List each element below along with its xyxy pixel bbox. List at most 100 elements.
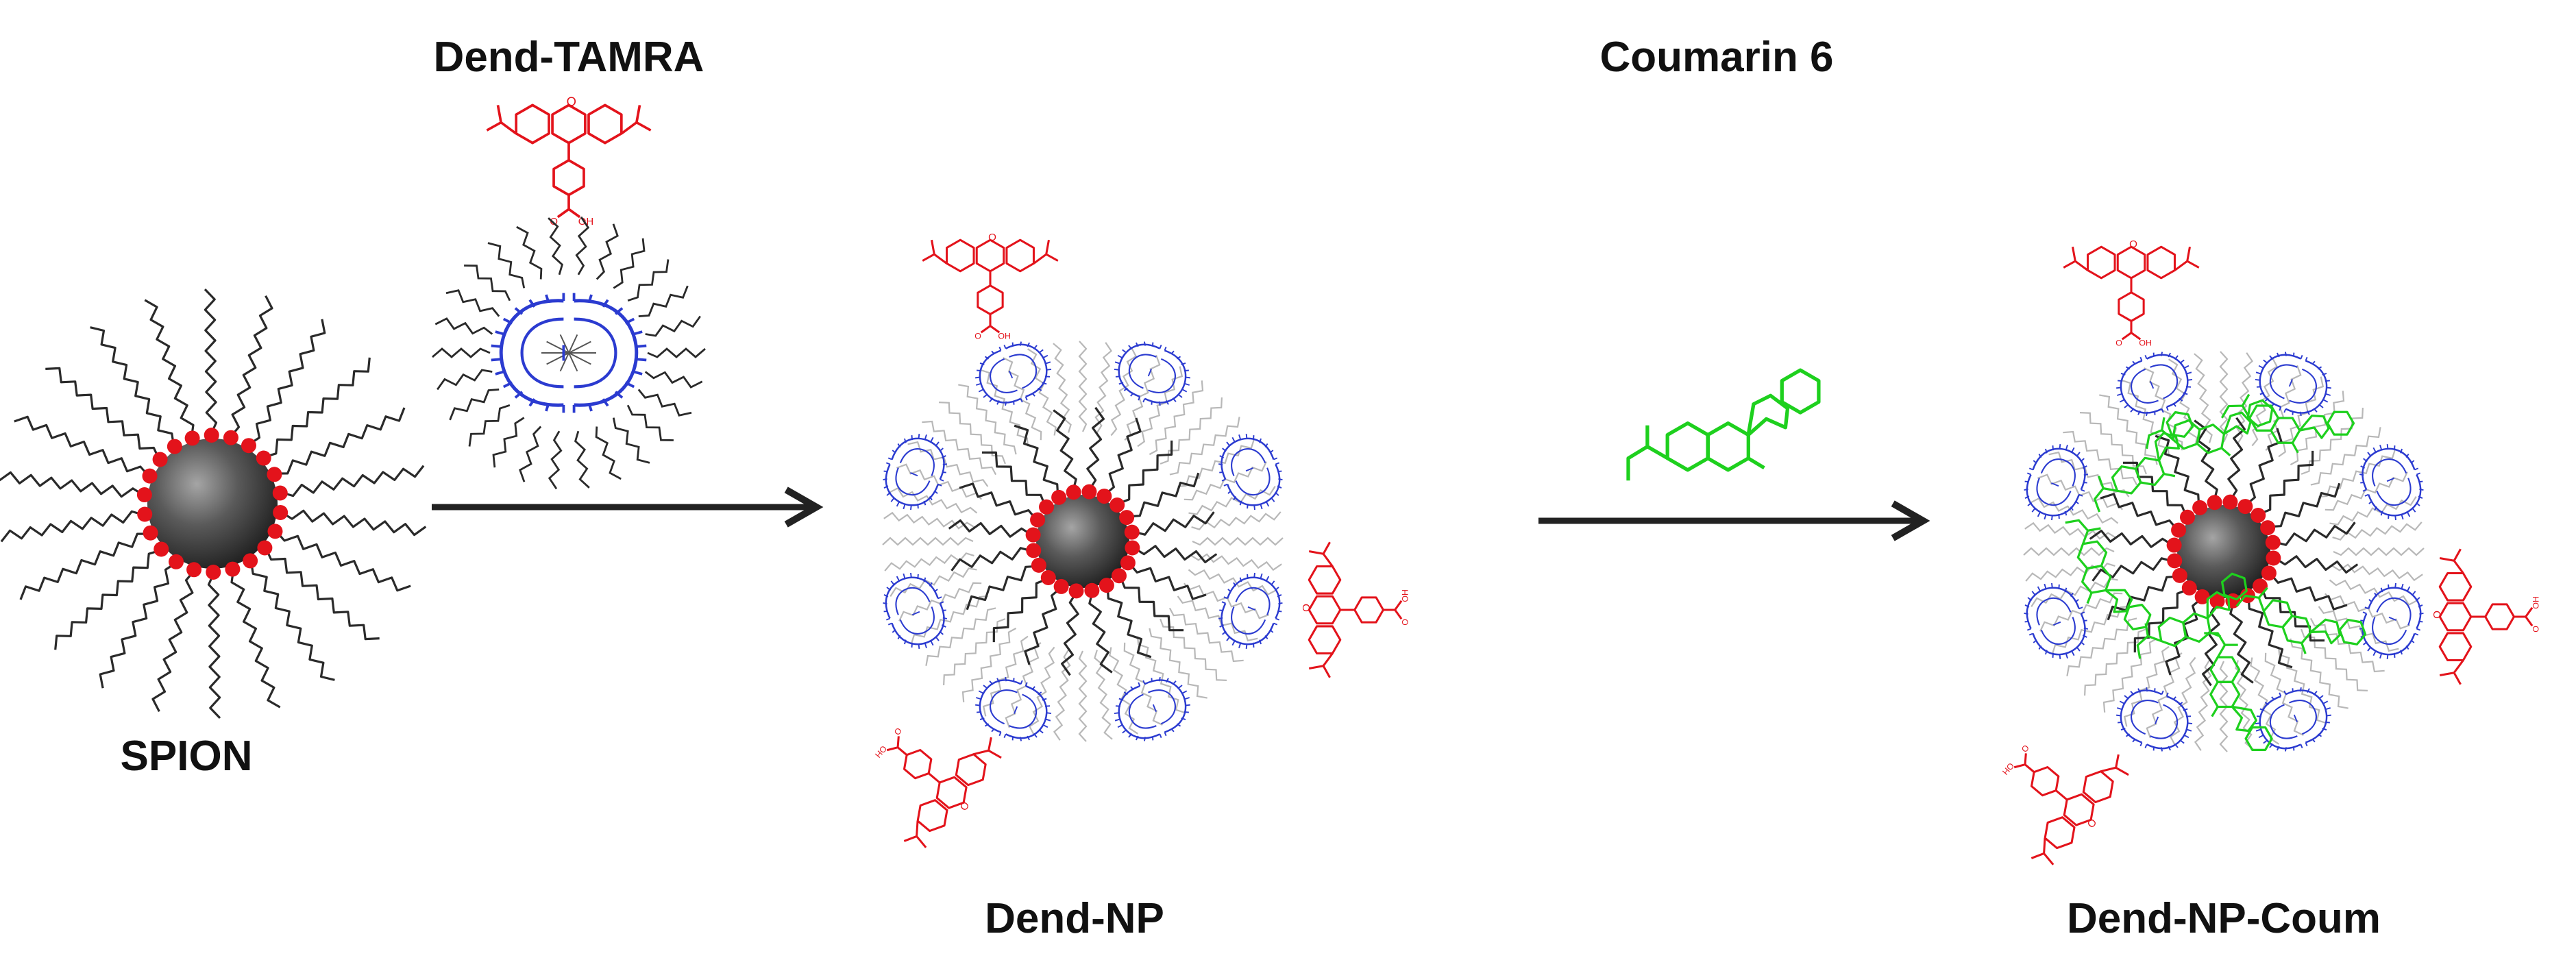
alkyl-chain: [575, 216, 590, 275]
dendron-branch: [1238, 434, 1242, 440]
dendron-branch: [2305, 742, 2308, 747]
dendron-branch: [975, 704, 981, 706]
coumarin-6-icon: [2235, 587, 2367, 654]
dendron-branch: [2160, 352, 2163, 356]
dendron-branch: [1247, 503, 1249, 509]
dendron-branch: [2183, 708, 2188, 711]
dendron-branch: [942, 463, 948, 466]
benzoate-ring: [2484, 603, 2516, 630]
dendron-half: [1003, 341, 1052, 401]
dendron-branch: [1176, 356, 1181, 360]
dendron-branch: [1277, 485, 1282, 489]
dendron-branch: [614, 391, 624, 399]
benzo-ring: [2338, 618, 2367, 646]
alkyl-chain: [276, 407, 406, 475]
dendron-branch: [2400, 650, 2403, 655]
dendron-branch: [2368, 599, 2373, 603]
dendron-branch: [2152, 352, 2155, 357]
oxygen-atom: O: [2084, 816, 2098, 830]
dendron-branch: [1011, 342, 1014, 347]
dendron-branch: [1170, 350, 1175, 355]
diethylamino-group: [2204, 632, 2238, 658]
dendron-inner-branch: [568, 341, 591, 354]
dendron-branch: [2172, 696, 2176, 701]
dendron-branch: [1130, 686, 1134, 691]
anchor-group-dot: [2194, 589, 2210, 604]
dendron-branch: [897, 443, 901, 448]
shell-chain: [2309, 617, 2385, 673]
dendron-half: [2116, 687, 2164, 747]
dimethylamino-left: [2100, 754, 2129, 776]
anchor-group-dot: [154, 541, 169, 557]
alkyl-chain: [612, 417, 650, 464]
dendron-branch: [2313, 691, 2318, 696]
alkyl-chain: [2155, 434, 2200, 506]
dendron-branch: [1159, 344, 1162, 349]
dendron-branch: [2322, 728, 2327, 730]
shell-chain: [2123, 646, 2170, 727]
dendron-branch: [2367, 646, 2372, 652]
anchor-group-dot: [204, 428, 219, 443]
alkyl-chain: [2202, 602, 2220, 687]
dendron-branch: [1260, 504, 1263, 510]
dendron-branch: [1005, 676, 1007, 682]
anchor-group-dot: [1111, 568, 1127, 584]
alkyl-chain: [626, 404, 674, 441]
dendron-icon: [2116, 352, 2193, 417]
anchor-group-dot: [1026, 543, 1042, 558]
oxygen-atom: O: [550, 216, 558, 228]
dendron-branch: [2412, 591, 2416, 596]
dimethylamino-left: [2439, 659, 2464, 685]
dendron-branch: [978, 690, 984, 694]
dendron-branch: [2379, 653, 2383, 659]
dendron-icon: [432, 216, 706, 490]
dendron-half: [2255, 352, 2303, 411]
dendron-branch: [1271, 497, 1275, 502]
alkyl-chain: [1129, 563, 1207, 600]
anchor-group-dot: [1053, 578, 1069, 594]
dendron-branch: [1128, 345, 1133, 350]
dendron-branch: [2380, 511, 2383, 516]
dendron-branch: [1219, 455, 1225, 458]
alkyl-chain: [2259, 450, 2314, 515]
dendron-half: [572, 293, 647, 413]
label-coumarin-6: Coumarin 6: [1599, 34, 1834, 81]
anchor-group-dot: [243, 553, 258, 569]
dendron-branch: [2033, 639, 2037, 643]
shell-chain: [2063, 430, 2138, 486]
dendron-branch: [896, 576, 900, 582]
dendron-icon: [883, 434, 948, 511]
anchor-group-dot: [225, 561, 241, 577]
alkyl-chain: [144, 299, 195, 437]
dendron-branch: [2154, 410, 2156, 415]
shell-chain: [910, 595, 988, 645]
dendron-branch: [2139, 356, 2143, 361]
dendron-arc-inner: [2131, 368, 2159, 404]
dendron-branch: [602, 398, 609, 407]
dendron-branch: [929, 582, 933, 587]
alkyl-chain: [1118, 440, 1173, 505]
dendron-branch: [940, 478, 944, 482]
alkyl-chain: [265, 357, 371, 458]
dendron-branch: [1274, 491, 1279, 496]
dendron-branch: [1031, 392, 1035, 397]
dendron-branch: [2410, 639, 2415, 643]
dendron-branch: [624, 317, 635, 325]
dendron-branch: [2360, 465, 2366, 469]
dendron-arc-inner: [990, 358, 1018, 393]
alkyl-chain: [516, 225, 543, 280]
thiazole-ring: [2309, 618, 2341, 645]
shell-chain: [1078, 650, 1088, 742]
shell-chain: [2329, 496, 2417, 526]
dendron-branch: [1273, 457, 1278, 460]
dendron-branch: [2118, 380, 2123, 382]
anchor-group-dot: [1099, 578, 1114, 593]
dendron-branch: [2419, 612, 2424, 615]
dendron-branch: [1183, 711, 1189, 713]
dendron-branch: [1130, 392, 1134, 397]
dendron-branch: [1269, 629, 1274, 633]
anchor-group-dot: [1120, 555, 1136, 571]
dendron-branch: [2326, 714, 2331, 717]
